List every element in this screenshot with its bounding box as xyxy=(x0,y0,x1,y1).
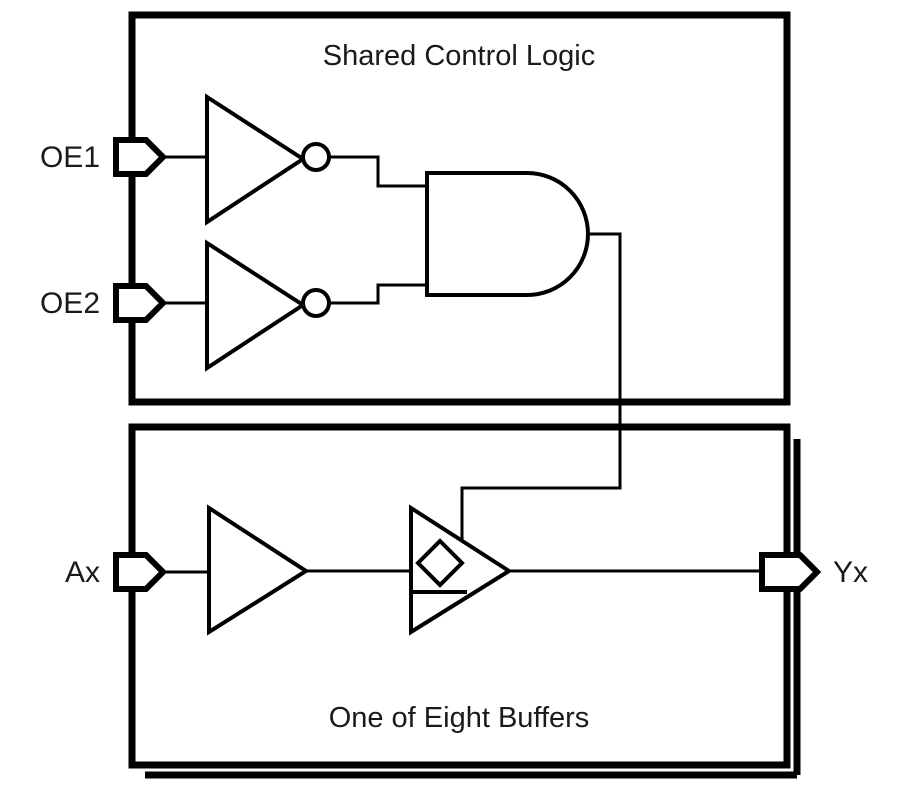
input-pin-icon-oe2[interactable] xyxy=(113,283,168,323)
inverter-gate-icon xyxy=(205,93,307,226)
tristate-buffer-icon xyxy=(409,504,513,636)
wire-inverter2-to-and xyxy=(329,283,428,305)
wire-and-output-to-tristate-enable xyxy=(460,232,622,540)
one-of-eight-buffers-title: One of Eight Buffers xyxy=(329,702,590,734)
shared-control-logic-title: Shared Control Logic xyxy=(323,40,595,72)
buffer-gate-icon xyxy=(207,504,310,636)
port-label-oe2: OE2 xyxy=(40,287,100,320)
wire-inverter1-to-and xyxy=(329,155,428,188)
port-label-yx: Yx xyxy=(833,556,868,589)
output-pin-icon-yx[interactable] xyxy=(759,552,822,592)
shared-control-logic-box xyxy=(128,11,791,406)
inverter2-bubble-icon xyxy=(301,288,331,318)
inverter1-bubble-icon xyxy=(301,142,331,172)
one-of-eight-buffers-box xyxy=(128,423,791,769)
input-pin-icon-oe1[interactable] xyxy=(113,137,168,177)
three-state-diamond-icon xyxy=(415,538,465,588)
and-gate-icon xyxy=(425,171,590,297)
inverter-gate-icon-2 xyxy=(205,239,307,372)
port-label-ax: Ax xyxy=(65,556,100,589)
port-label-oe1: OE1 xyxy=(40,141,100,174)
input-pin-icon-ax[interactable] xyxy=(113,552,168,592)
